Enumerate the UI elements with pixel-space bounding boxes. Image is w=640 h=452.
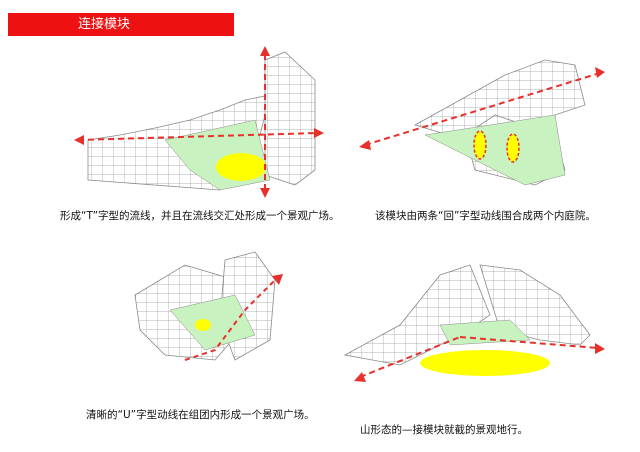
flow-arrow-diagonal	[364, 72, 601, 146]
diagram-u-flow	[134, 251, 283, 361]
flow-arrow-corridor-right	[459, 336, 599, 349]
caption-two-courtyards: 该模块由两条“回”字型动线围合成两个内庭院。	[375, 210, 596, 222]
arrowhead-u-ne	[272, 274, 283, 285]
arrowhead-left	[74, 135, 84, 145]
arrowhead-sw	[359, 140, 371, 150]
courtyard-yellow-1	[473, 130, 487, 160]
flow-arrow-u	[184, 279, 276, 361]
landscape-plaza	[216, 153, 266, 181]
green-terrace	[439, 319, 531, 346]
arrowhead-ne	[595, 67, 605, 78]
arrowhead-up	[260, 46, 270, 56]
flow-arrow-corridor-left	[359, 336, 461, 378]
green-strip	[424, 114, 566, 186]
arrowhead-right	[314, 128, 324, 138]
arrowhead-down	[260, 188, 270, 198]
caption-t-flow: 形成“T”字型的流线，并且在流线交汇处形成一个景观广场。	[60, 210, 340, 222]
landscape-plaza-u	[195, 319, 211, 331]
courtyard-yellow-2	[506, 133, 520, 163]
section-title-bar: 连接模块	[8, 13, 234, 36]
green-ring	[169, 294, 256, 351]
diagram-t-flow	[74, 46, 324, 198]
flow-arrow-horizontal	[77, 132, 319, 141]
diagram-landscape-corridor	[343, 264, 605, 382]
building-tower-east	[264, 51, 316, 186]
building-stepped-west	[343, 264, 491, 366]
landscape-plaza-large	[420, 350, 550, 376]
arrowhead-corridor-left	[354, 372, 366, 382]
caption-corridor-line2: 山形态的—接模块就截的景观地行。	[360, 424, 528, 436]
diagram-two-courtyards	[359, 59, 605, 186]
caption-u-flow: 清晰的“U”字型动线在组团内形成一个景观广场。	[86, 409, 315, 421]
section-title: 连接模块	[78, 17, 131, 32]
arrowhead-corridor-right	[595, 343, 605, 354]
